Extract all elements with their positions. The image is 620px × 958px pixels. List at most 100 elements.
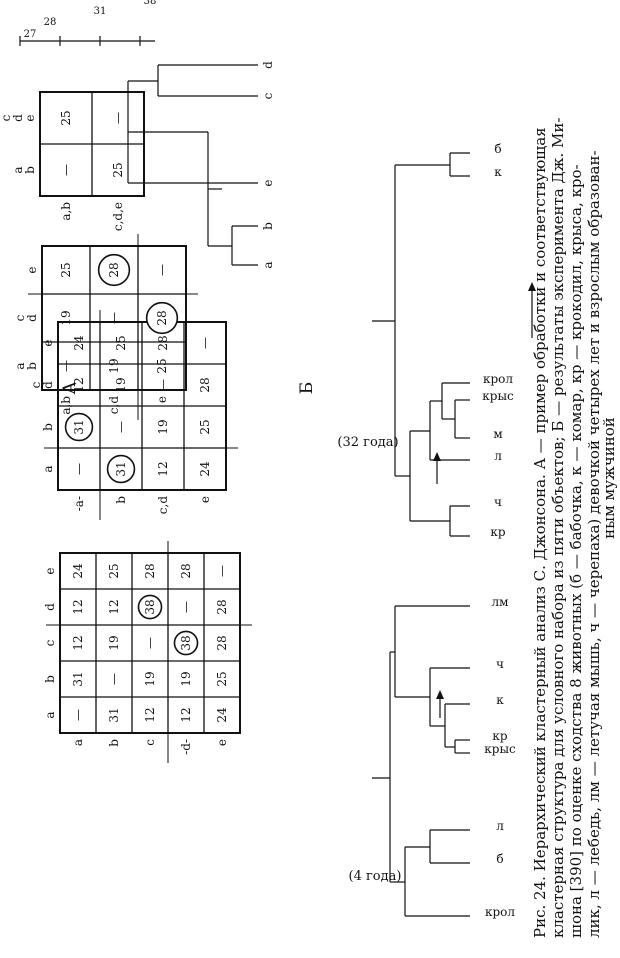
- dendrogram-a-scale-label: 28: [44, 17, 57, 28]
- matrix2-cell: 12: [72, 377, 86, 392]
- tree-32yrs-leaf: ч: [494, 495, 502, 509]
- matrix2-col-header: c: [29, 381, 43, 388]
- tree-32yrs-leaf: б: [494, 142, 501, 156]
- tree-32yrs-leaf: крыс: [482, 389, 514, 403]
- matrix4-cell: 25: [59, 110, 73, 125]
- matrix3-cell: —: [107, 312, 121, 324]
- matrix2-arrow-head: [433, 452, 441, 461]
- matrix4-col-header: a: [11, 166, 25, 173]
- caption-line-3: шона [390] по оценке сходства 8 животных…: [567, 164, 585, 938]
- matrix1-frame: [59, 552, 241, 734]
- matrix1-row-header: c: [143, 739, 157, 746]
- matrix1-cell: 12: [143, 707, 157, 722]
- tree-4yrs-leaf: крыс: [484, 742, 516, 756]
- matrix2-cell: —: [114, 421, 128, 433]
- matrix1-col-header: d: [43, 603, 57, 611]
- matrix4-col-header: c: [0, 114, 13, 121]
- matrix1-cell: 12: [71, 599, 85, 614]
- matrix3-cell: —: [59, 360, 73, 372]
- matrix3-circle: [97, 253, 131, 287]
- matrix1-cell: 25: [215, 671, 229, 686]
- matrix2-cell: 19: [114, 377, 128, 392]
- matrix3-cell: 25: [59, 262, 73, 277]
- matrix2-cell: 25: [198, 419, 212, 434]
- matrix4-col-header: d: [11, 114, 25, 122]
- matrix2-col-header: d: [41, 381, 55, 389]
- matrix3-row-header: a,b: [59, 396, 73, 415]
- matrix2-cell: —: [198, 337, 212, 349]
- matrix1-cell: 25: [107, 563, 121, 578]
- matrix3-cell: —: [155, 264, 169, 276]
- matrix1-arrow-head: [436, 690, 444, 699]
- matrix1-cell: 38: [143, 599, 157, 614]
- matrix1-row-header: e: [215, 739, 229, 746]
- tree-32yrs-leaf: м: [493, 427, 502, 441]
- matrix4-row-header: a,b: [59, 202, 73, 221]
- matrix3-frame: [41, 245, 187, 391]
- tree-32yrs-label: (32 года): [337, 435, 398, 450]
- caption-line-1: Рис. 24. Иерархический кластерный анализ…: [531, 127, 549, 938]
- matrix1-cell: 19: [107, 635, 121, 650]
- matrix4-col-header: e: [23, 114, 37, 121]
- dendrogram-a-scale-label: 31: [94, 6, 107, 17]
- matrix3-cell: 25: [155, 358, 169, 373]
- matrix1-cell: 31: [107, 707, 121, 722]
- matrix1-circle: [137, 594, 163, 620]
- tree-4yrs-label: (4 года): [349, 869, 402, 884]
- dendrogram-a-leaf: b: [261, 222, 275, 230]
- matrix3-row-header: c,d: [107, 396, 121, 415]
- matrix2-cell: 24: [198, 461, 212, 477]
- matrix1-cell: 28: [215, 599, 229, 614]
- matrix1-cell: 12: [107, 599, 121, 614]
- matrix3-circle: [145, 301, 179, 335]
- matrix2-cell: 31: [114, 461, 128, 476]
- matrix1-row-header: -d-: [179, 739, 193, 755]
- matrix2-cell: 31: [72, 419, 86, 434]
- matrix1-cell: 24: [215, 707, 229, 723]
- dendrogram-a-leaf: e: [261, 179, 275, 186]
- matrix1-cell: 24: [71, 563, 85, 579]
- matrix4-col-header: b: [23, 166, 37, 174]
- matrix1-col-header: a: [43, 711, 57, 718]
- tree-4yrs-leaf: б: [496, 852, 503, 866]
- tree-32yrs-leaf: к: [494, 165, 502, 179]
- tree-4yrs-leaf: ч: [496, 657, 504, 671]
- matrix1-row-header: b: [107, 739, 121, 747]
- matrix1-cell: —: [71, 709, 85, 721]
- matrix1-cell: 28: [179, 563, 193, 578]
- matrix1-cell: 19: [179, 671, 193, 686]
- matrix2-row-header: e: [198, 496, 212, 503]
- tree-4yrs-leaf: л: [496, 819, 504, 833]
- matrix3-cell: 19: [59, 310, 73, 325]
- matrix2-cell: 28: [198, 377, 212, 392]
- matrix4-cell: —: [59, 164, 73, 176]
- matrix2-circle: [106, 454, 136, 484]
- matrix4-cell: 25: [111, 162, 125, 177]
- dendrogram-a-scale-label: 38: [144, 0, 157, 7]
- tree-4yrs-leaf: к: [496, 693, 504, 707]
- matrix2-cell: —: [156, 379, 170, 391]
- matrix2-col-header: a: [41, 465, 55, 472]
- dendrogram-a-leaf: d: [261, 61, 275, 69]
- matrix3-arrow-head: [528, 282, 536, 291]
- matrix2-cell: 19: [156, 419, 170, 434]
- matrix3-col-header: c: [13, 314, 27, 321]
- matrix1-cell: 19: [143, 671, 157, 686]
- matrix3-col-header: b: [25, 362, 39, 370]
- section-label-b: Б: [297, 382, 317, 395]
- matrix1-cell: 28: [143, 563, 157, 578]
- matrix2-col-header: b: [41, 423, 55, 431]
- matrix1-circle: [173, 630, 199, 656]
- matrix3-cell: 28: [107, 262, 121, 277]
- matrix1-cell: 28: [215, 635, 229, 650]
- matrix1-cell: 38: [179, 635, 193, 650]
- matrix1-cell: 31: [71, 671, 85, 686]
- matrix3-col-header: a: [13, 362, 27, 369]
- matrix2-cell: —: [72, 463, 86, 475]
- matrix1-cell: —: [215, 565, 229, 577]
- matrix2-cell: 25: [114, 335, 128, 350]
- dendrogram-a-leaf: a: [261, 261, 275, 268]
- matrix1-cell: —: [107, 673, 121, 685]
